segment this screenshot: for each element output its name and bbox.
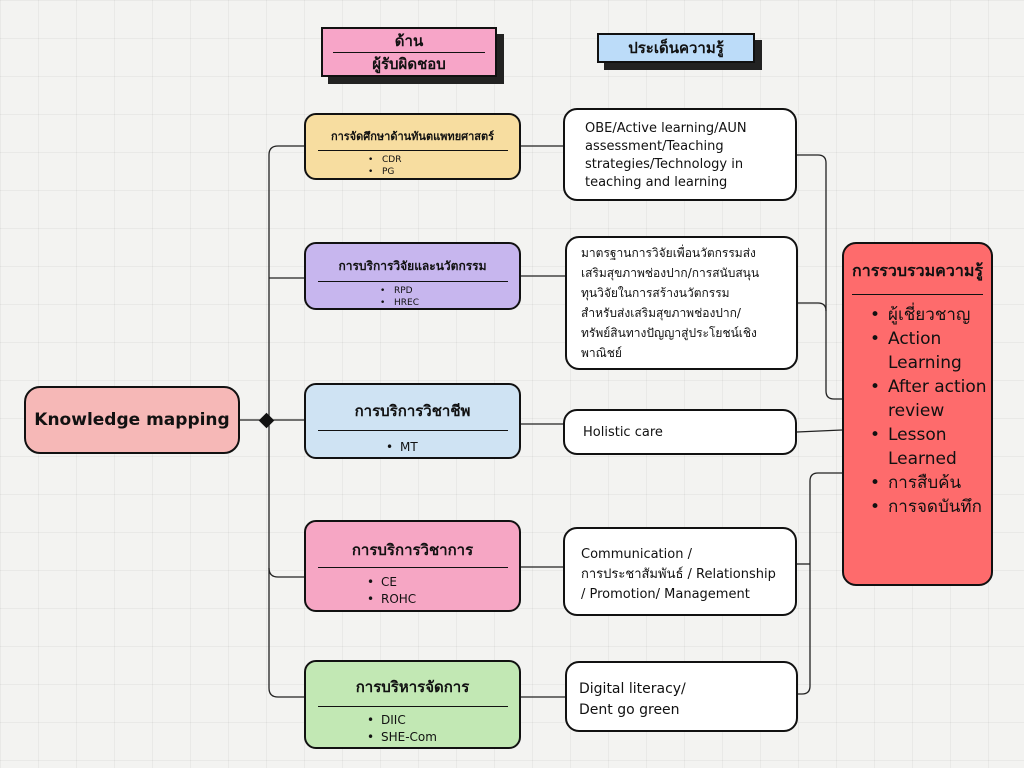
topic-research: มาตรฐานการวิจัยเพื่อนวัตกรรมส่ง เสริมสุข… [565,236,798,370]
category-item: SHE-Com [367,729,519,746]
topic-line: Dent go green [579,702,680,718]
category-item: CDR [368,154,519,166]
category-divider [317,567,508,568]
topic-academic-service: Communication / การประชาสัมพันธ์ / Relat… [563,527,797,616]
topic-line: การประชาสัมพันธ์ / Relationship [581,567,776,582]
header-divider [333,52,485,53]
topic-line: assessment/Teaching [585,139,724,154]
summary-item: การจดบันทึก [870,495,991,519]
topic-line: Communication / [581,547,692,562]
header-responsibility-line2: ผู้รับผิดชอบ [372,55,446,73]
category-title: การบริหารจัดการ [355,678,470,696]
topic-line: สำหรับส่งเสริมสุขภาพช่องปาก/ [581,306,741,320]
category-title: การบริการวิชาชีพ [354,402,471,420]
category-item: MT [386,439,519,455]
category-divider [317,150,508,151]
topic-line: / Promotion/ Management [581,587,750,602]
category-research: การบริการวิจัยและนวัตกรรม RPD HREC [304,242,521,310]
header-responsibility: ด้าน ผู้รับผิดชอบ [321,27,497,77]
category-item: CE [367,574,519,591]
category-divider [317,706,508,707]
category-academic-service: การบริการวิชาการ CE ROHC [304,520,521,612]
topic-education: OBE/Active learning/AUN assessment/Teach… [563,108,797,201]
category-title: การบริการวิชาการ [351,541,474,559]
summary-panel: การรวบรวมความรู้ ผู้เชี่ยวชาญ Action Lea… [842,242,993,586]
topic-line: OBE/Active learning/AUN [585,121,747,136]
header-topics: ประเด็นความรู้ [597,33,755,63]
category-divider [317,430,508,431]
header-responsibility-line1: ด้าน [394,32,424,50]
category-items: CDR PG [368,154,519,178]
topic-line: strategies/Technology in [585,157,744,172]
topic-line: ทุนวิจัยในการสร้างนวัตกรรม [581,286,730,300]
category-management: การบริหารจัดการ DIIC SHE-Com [304,660,521,749]
category-items: DIIC SHE-Com [367,712,519,746]
topic-professional-service: Holistic care [563,409,797,455]
topic-line: Holistic care [583,425,663,440]
topic-line: teaching and learning [585,175,728,190]
category-items: RPD HREC [380,285,519,309]
category-title: การจัดศึกษาด้านทันตแพทยศาสตร์ [330,130,495,143]
summary-item: Lesson Learned [870,423,991,471]
category-item: PG [368,166,519,178]
category-item: RPD [380,285,519,297]
category-divider [317,281,508,282]
category-professional-service: การบริการวิชาชีพ MT [304,383,521,459]
topic-line: มาตรฐานการวิจัยเพื่อนวัตกรรมส่ง [581,246,756,260]
category-items: MT [386,439,519,455]
summary-item: After action review [870,375,991,423]
summary-item: Action Learning [870,327,991,375]
category-item: ROHC [367,591,519,608]
category-education: การจัดศึกษาด้านทันตแพทยศาสตร์ CDR PG [304,113,521,180]
topic-line: พาณิชย์ [581,346,622,360]
topic-line: ทรัพย์สินทางปัญญาสู่ประโยชน์เชิง [581,326,757,340]
category-title: การบริการวิจัยและนวัตกรรม [338,259,487,273]
category-item: DIIC [367,712,519,729]
category-items: CE ROHC [367,574,519,608]
topic-management: Digital literacy/ Dent go green [565,661,798,732]
summary-list: ผู้เชี่ยวชาญ Action Learning After actio… [844,303,991,519]
topic-line: เสริมสุขภาพช่องปาก/การสนับสนุน [581,266,760,280]
topic-line: Digital literacy/ [579,681,686,697]
summary-item: การสืบค้น [870,471,991,495]
summary-item: ผู้เชี่ยวชาญ [870,303,991,327]
summary-title: การรวบรวมความรู้ [852,261,983,280]
summary-divider [852,294,983,295]
category-item: HREC [380,297,519,309]
root-node: Knowledge mapping [24,386,240,454]
